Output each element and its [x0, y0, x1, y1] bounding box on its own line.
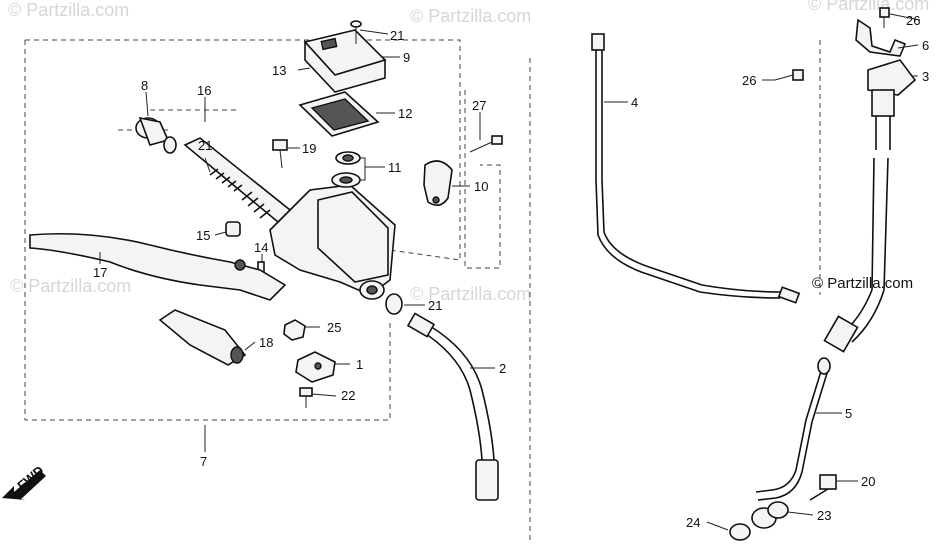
cable-4 — [591, 33, 801, 304]
bracket-6 — [855, 18, 907, 57]
bolt-26 — [879, 7, 890, 28]
screw-23 — [350, 20, 362, 44]
callout-17: 17 — [93, 265, 107, 280]
bracket-8-16 — [118, 109, 240, 131]
callout-6: 6 — [922, 38, 929, 53]
callout-20: 20 — [861, 474, 875, 489]
callout-25: 25 — [327, 320, 341, 335]
callout-2: 2 — [499, 361, 506, 376]
callout-10: 10 — [474, 179, 488, 194]
washer-21 — [729, 523, 751, 541]
hose-2 — [406, 312, 499, 501]
bracket-10 — [464, 90, 501, 269]
hose-3 — [823, 59, 917, 353]
brake-lever — [29, 232, 287, 301]
callout-22: 21 — [198, 138, 212, 153]
callout-21: 21 — [428, 298, 442, 313]
callout-21: 23 — [817, 508, 831, 523]
bolt-27 — [469, 135, 503, 153]
callout-8: 8 — [141, 78, 148, 93]
callout-16: 16 — [197, 83, 211, 98]
nut-25 — [283, 319, 306, 341]
reservoir-cap — [303, 29, 387, 93]
callout-9: 9 — [403, 50, 410, 65]
fwd-arrow: FWD — [2, 463, 47, 500]
lever-guard-18 — [158, 309, 247, 366]
callout-4: 4 — [631, 95, 638, 110]
callout-11: 11 — [388, 160, 402, 175]
callout-7: 7 — [200, 454, 207, 469]
master-cylinder-body — [269, 184, 396, 300]
callout-27: 27 — [472, 98, 486, 113]
callout-15: 15 — [196, 228, 210, 243]
pin-15 — [225, 221, 241, 237]
callout-14: 14 — [254, 240, 268, 255]
screw-24 — [299, 387, 313, 408]
bolt-20 — [809, 474, 837, 501]
switch-1 — [295, 351, 336, 383]
watermark: © Partzilla.com — [410, 284, 531, 304]
credit-label: © Partzilla.com — [812, 275, 914, 292]
callout-21: 24 — [686, 515, 700, 530]
callouts: 8 16 21 21 9 13 12 19 11 10 27 15 14 17 … — [93, 13, 929, 530]
watermark: © Partzilla.com — [8, 0, 129, 20]
callout-12: 12 — [398, 106, 412, 121]
callout-3: 3 — [922, 69, 929, 84]
callout-5: 5 — [845, 406, 852, 421]
washers-11 — [331, 151, 361, 188]
leader-lines — [99, 13, 921, 531]
callout-24: 22 — [341, 388, 355, 403]
callout-1: 1 — [356, 357, 363, 372]
diaphragm — [298, 91, 380, 137]
washer-21 — [385, 293, 403, 315]
boot-8 — [135, 116, 177, 154]
assembly-outline — [24, 39, 461, 421]
watermarks: © Partzilla.com © Partzilla.com © Partzi… — [8, 0, 929, 304]
watermark: © Partzilla.com — [808, 0, 929, 14]
callout-13: 13 — [272, 63, 286, 78]
watermark: © Partzilla.com — [10, 276, 131, 296]
clamp-10 — [423, 160, 453, 206]
watermark: © Partzilla.com — [410, 6, 531, 26]
callout-23: 21 — [390, 28, 404, 43]
bolt-26 — [774, 69, 804, 81]
callout-26: 26 — [906, 13, 920, 28]
callout-26: 26 — [742, 73, 756, 88]
pipe-5 — [751, 357, 831, 529]
piston-spring — [183, 137, 292, 224]
callout-18: 18 — [259, 335, 273, 350]
callout-19: 19 — [302, 141, 316, 156]
bolt-19 — [272, 139, 288, 169]
washer-21 — [767, 501, 789, 519]
